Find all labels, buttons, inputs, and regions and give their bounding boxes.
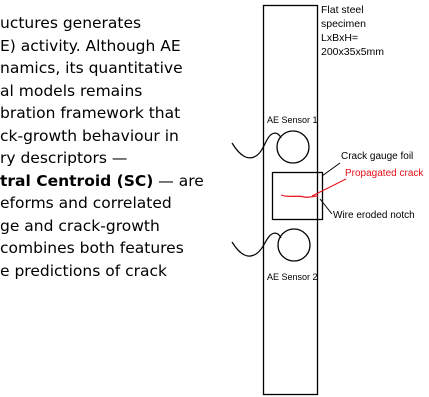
propagated-crack xyxy=(280,194,319,198)
crack-gauge-foil xyxy=(271,171,324,221)
text-line: ge and crack-growth xyxy=(0,216,160,235)
gauge-leader xyxy=(321,162,341,177)
specimen-bar xyxy=(262,4,319,396)
bold-term: tral Centroid (SC) xyxy=(0,171,154,190)
specimen-label: Flat steel specimen LxBxH= 200x35x5mm xyxy=(321,4,384,58)
sensor2-circle xyxy=(277,228,311,262)
specimen-label-line: Flat steel xyxy=(321,4,364,16)
specimen-label-line: specimen xyxy=(321,18,366,30)
text-line: uctures generates xyxy=(0,14,142,32)
sensor1-cable xyxy=(231,132,282,159)
text-line: E) activity. Although AE xyxy=(0,36,181,55)
sensor1-circle xyxy=(276,130,310,164)
sensor2-label: AE Sensor 2 xyxy=(267,272,318,282)
text-line: tral Centroid (SC) — are xyxy=(0,170,222,193)
crack-leader xyxy=(311,178,347,197)
gauge-label: Crack gauge foil xyxy=(341,151,413,162)
text-line: e predictions of crack xyxy=(0,261,167,280)
text-line: al models remains xyxy=(0,81,143,100)
text-line: ck-growth behaviour in xyxy=(0,126,179,145)
text-line: ry descriptors — xyxy=(0,149,128,167)
text-fragment: — are xyxy=(153,171,204,190)
crack-label: Propagated crack xyxy=(345,168,424,179)
body-text: uctures generates E) activity. Although … xyxy=(0,12,222,282)
sensor1-label: AE Sensor 1 xyxy=(267,115,318,125)
sensor2-cable xyxy=(231,232,282,257)
notch-leader xyxy=(319,198,333,215)
text-line: combines both features xyxy=(0,239,184,257)
specimen-label-line: LxBxH= xyxy=(321,32,358,44)
text-line: bration framework that xyxy=(0,104,181,122)
notch-label: Wire eroded notch xyxy=(333,210,415,221)
text-line: eforms and correlated xyxy=(0,194,172,212)
specimen-label-line: 200x35x5mm xyxy=(321,46,384,58)
text-line: namics, its quantitative xyxy=(0,59,183,77)
